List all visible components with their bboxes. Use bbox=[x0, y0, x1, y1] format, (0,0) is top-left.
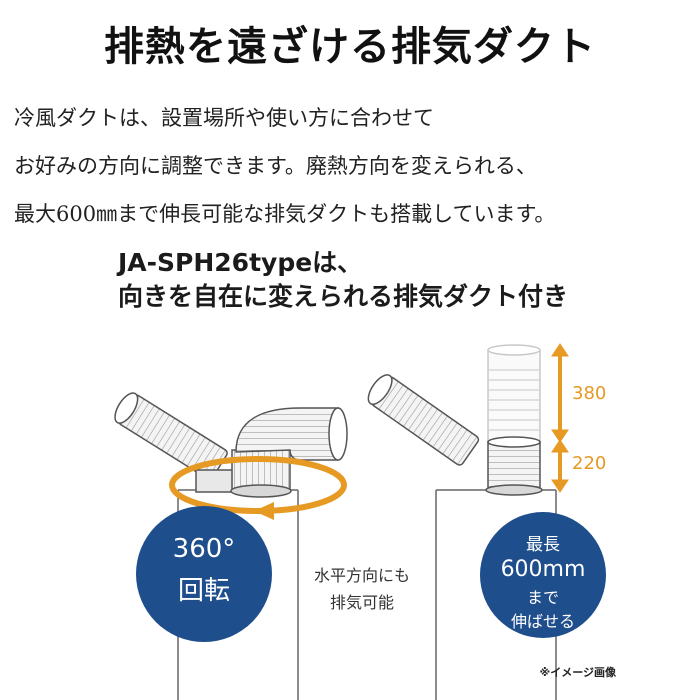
exhaust-elbow-duct bbox=[230, 407, 348, 498]
duct-illustration bbox=[114, 343, 569, 700]
cold-air-duct bbox=[367, 374, 480, 466]
rotation-arrow-icon bbox=[254, 502, 274, 520]
extension-label-extend: 伸ばせる bbox=[510, 612, 575, 631]
extension-label-max: 最長 bbox=[526, 535, 560, 555]
extension-length: 600mm bbox=[500, 557, 586, 582]
feature-line: 向きを自在に変えられる排気ダクト付き bbox=[118, 282, 569, 311]
extension-label-until: まで bbox=[526, 588, 559, 607]
rotation-degrees: 360° bbox=[172, 534, 236, 564]
dimension-upper-label: 380 bbox=[572, 383, 607, 404]
horizontal-exhaust-note: 水平方向にも 排気可能 bbox=[296, 562, 428, 616]
description-line: お好みの方向に調整できます。廃熱方向を変えられる、 bbox=[14, 154, 537, 178]
image-note: ※イメージ画像 bbox=[539, 666, 616, 679]
cold-air-duct bbox=[114, 392, 228, 481]
description-line: 最大600㎜まで伸長可能な排気ダクトも搭載しています。 bbox=[14, 202, 556, 226]
center-note-line: 排気可能 bbox=[329, 593, 394, 612]
center-note-line: 水平方向にも bbox=[313, 566, 410, 585]
model-name-line: JA-SPH26typeは、 bbox=[118, 248, 363, 277]
rotation-badge: 360° 回転 bbox=[136, 506, 272, 642]
exhaust-duct bbox=[485, 436, 543, 496]
right-unit bbox=[367, 343, 569, 700]
headline: 排熱を遠ざける排気ダクト bbox=[104, 23, 596, 70]
extended-exhaust-duct bbox=[487, 344, 541, 443]
extension-badge: 最長 600mm まで 伸ばせる bbox=[480, 512, 606, 638]
left-unit bbox=[114, 392, 348, 700]
model-feature-heading: JA-SPH26typeは、 向きを自在に変えられる排気ダクト付き bbox=[118, 246, 568, 314]
dimension-lower-label: 220 bbox=[572, 453, 607, 474]
dimension-arrows bbox=[551, 343, 569, 493]
description-line: 冷風ダクトは、設置場所や使い方に合わせて bbox=[14, 106, 434, 130]
rotation-label: 回転 bbox=[177, 576, 230, 606]
description: 冷風ダクトは、設置場所や使い方に合わせて お好みの方向に調整できます。廃熱方向を… bbox=[14, 94, 694, 238]
